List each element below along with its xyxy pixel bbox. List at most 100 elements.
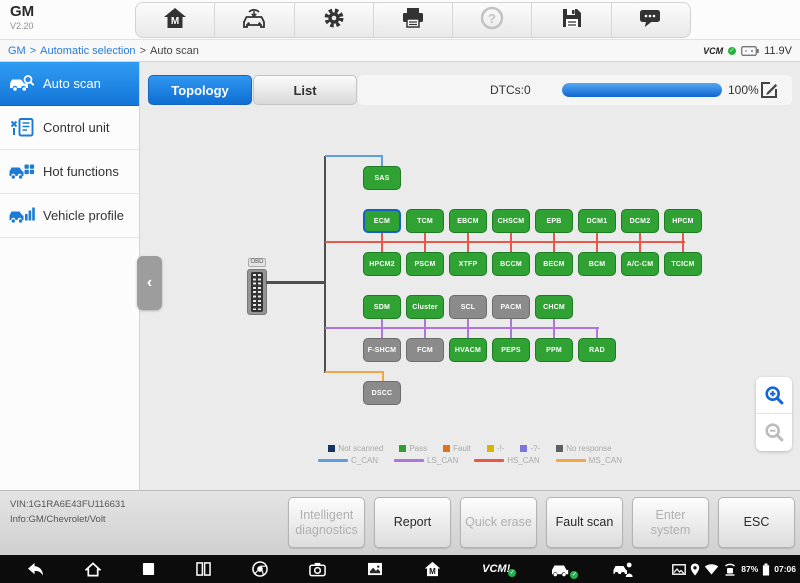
- help-button[interactable]: ?: [453, 3, 533, 37]
- sidebar-item-control-unit[interactable]: Control unit: [0, 106, 139, 150]
- legend-label: C_CAN: [350, 456, 379, 465]
- node-pscm[interactable]: PSCM: [406, 252, 444, 276]
- esc-button[interactable]: ESC: [718, 497, 795, 548]
- node-ebcm[interactable]: EBCM: [449, 209, 487, 233]
- node-scl[interactable]: SCL: [449, 295, 487, 319]
- wifi-icon[interactable]: [704, 563, 719, 575]
- svg-text:M: M: [429, 567, 436, 576]
- gallery-icon[interactable]: [672, 563, 687, 575]
- node-chcm[interactable]: CHCM: [535, 295, 573, 319]
- obd-label: OBD: [248, 258, 266, 267]
- report-button[interactable]: Report: [374, 497, 451, 548]
- breadcrumb-link-gm[interactable]: GM: [8, 44, 26, 57]
- node-chscm[interactable]: CHSCM: [492, 209, 530, 233]
- node-ecm[interactable]: ECM: [363, 209, 401, 233]
- sidebar-collapse-handle[interactable]: ‹: [137, 256, 162, 310]
- save-button[interactable]: [532, 3, 612, 37]
- chat-button[interactable]: [612, 3, 690, 37]
- obd-link-line: [266, 281, 324, 284]
- hot-functions-icon: [9, 162, 35, 181]
- node-dcm1[interactable]: DCM1: [578, 209, 616, 233]
- vcm-connected-icon: ✓: [728, 46, 737, 55]
- legend-label: Fault: [453, 444, 471, 453]
- vcm-status-label: VCM!: [482, 563, 511, 575]
- screenshot-icon[interactable]: [367, 562, 383, 576]
- auto-scan-icon: [9, 74, 35, 93]
- quick-erase-button: Quick erase: [460, 497, 537, 548]
- hs-can-stub: [639, 233, 641, 241]
- maxisys-home-icon[interactable]: M: [424, 561, 441, 577]
- split-screen-icon[interactable]: [195, 562, 211, 576]
- node-dscc[interactable]: DSCC: [363, 381, 401, 405]
- node-epb[interactable]: EPB: [535, 209, 573, 233]
- tab-list[interactable]: List: [253, 75, 357, 105]
- legend-status-fault: Fault: [443, 444, 471, 453]
- edit-icon[interactable]: [758, 79, 780, 101]
- print-icon: [401, 7, 425, 34]
- vin-text: VIN:1G1RA6E43FU116631: [10, 499, 126, 510]
- obd-connector[interactable]: OBD: [244, 250, 270, 315]
- vehicle-button[interactable]: [215, 3, 295, 37]
- c-can-stub: [381, 155, 383, 166]
- location-icon[interactable]: [690, 563, 700, 576]
- vcm-status-icon[interactable]: VCM!✓: [482, 563, 517, 577]
- fault-scan-button[interactable]: Fault scan: [546, 497, 623, 548]
- node-pacm[interactable]: PACM: [492, 295, 530, 319]
- zoom-in-button[interactable]: [756, 377, 792, 414]
- zoom-in-icon: [764, 385, 783, 404]
- chat-icon: [638, 7, 664, 34]
- diagnostics-shortcut-icon[interactable]: [613, 562, 634, 577]
- vehicle-connected-icon[interactable]: ✓: [551, 562, 579, 579]
- node-fcm[interactable]: FCM: [406, 338, 444, 362]
- sidebar-item-auto-scan[interactable]: Auto scan: [0, 62, 139, 106]
- android-home-icon[interactable]: [84, 561, 101, 577]
- node-dcm2[interactable]: DCM2: [621, 209, 659, 233]
- camera-icon[interactable]: [309, 562, 326, 577]
- node-tcm[interactable]: TCM: [406, 209, 444, 233]
- control-unit-icon: [9, 118, 35, 137]
- zoom-out-button[interactable]: [756, 414, 792, 451]
- home-button[interactable]: M: [136, 3, 216, 37]
- node-xtfp[interactable]: XTFP: [449, 252, 487, 276]
- hs-can-stub: [424, 243, 426, 252]
- ls-can-stub: [424, 319, 426, 327]
- legend-status-not-scanned: Not scanned: [328, 444, 383, 453]
- recents-icon[interactable]: [142, 562, 155, 576]
- hs-can-stub: [510, 243, 512, 252]
- hs-can-stub: [467, 233, 469, 241]
- node-rad[interactable]: RAD: [578, 338, 616, 362]
- back-icon[interactable]: [27, 562, 44, 577]
- sidebar-item-hot-functions[interactable]: Hot functions: [0, 150, 139, 194]
- tab-topology[interactable]: Topology: [148, 75, 252, 105]
- vci-signal-icon[interactable]: [723, 563, 737, 576]
- ls-can-stub: [510, 319, 512, 327]
- node-bccm[interactable]: BCCM: [492, 252, 530, 276]
- node-sas[interactable]: SAS: [363, 166, 401, 190]
- node-becm[interactable]: BECM: [535, 252, 573, 276]
- browser-icon[interactable]: [252, 561, 268, 577]
- node-sdm[interactable]: SDM: [363, 295, 401, 319]
- vcm-connected-badge: ✓: [508, 569, 517, 577]
- node-peps[interactable]: PEPS: [492, 338, 530, 362]
- print-button[interactable]: [374, 3, 454, 37]
- node-accm[interactable]: A/C-CM: [621, 252, 659, 276]
- app-brand: GM V2.20: [10, 3, 34, 30]
- node-hpcm2[interactable]: HPCM2: [363, 252, 401, 276]
- settings-button[interactable]: [295, 3, 374, 37]
- node-tcicm[interactable]: TCICM: [664, 252, 702, 276]
- vehicle-info-text: Info:GM/Chevrolet/Volt: [10, 513, 106, 525]
- sidebar-item-vehicle-profile[interactable]: Vehicle profile: [0, 194, 139, 238]
- node-bcm[interactable]: BCM: [578, 252, 616, 276]
- node-ppm[interactable]: PPM: [535, 338, 573, 362]
- node-hvacm[interactable]: HVACM: [449, 338, 487, 362]
- node-fshcm[interactable]: F-SHCM: [363, 338, 401, 362]
- legend-bus-swatch: [474, 459, 505, 462]
- zoom-controls: [756, 377, 792, 451]
- node-hpcm[interactable]: HPCM: [664, 209, 702, 233]
- chevron-left-icon: ‹: [146, 274, 153, 291]
- node-cluster[interactable]: Cluster: [406, 295, 444, 319]
- vehicle-connected-badge: ✓: [570, 570, 579, 579]
- breadcrumb-link-automatic-selection[interactable]: Automatic selection: [40, 44, 136, 57]
